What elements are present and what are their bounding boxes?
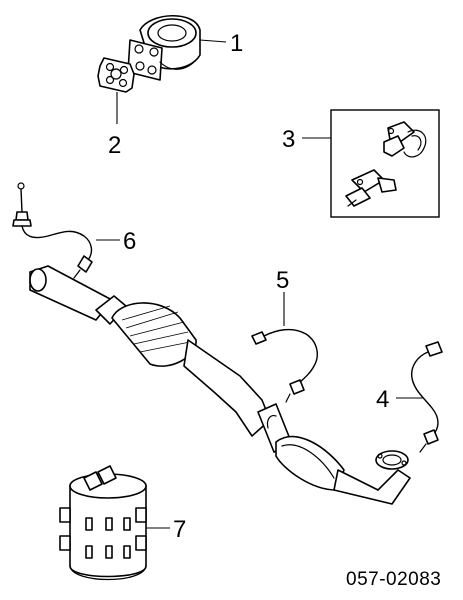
callout-4: 4 [376,386,389,413]
solenoid-kit-part[interactable] [345,121,427,207]
solenoid-kit-frame [330,109,440,218]
middle-oxygen-sensor-part[interactable] [251,328,318,403]
callout-2: 2 [108,132,121,159]
front-oxygen-sensor-part[interactable] [12,182,93,279]
canister-part[interactable] [59,465,147,580]
leader-line-1 [199,39,227,43]
callout-7: 7 [173,516,186,543]
callout-1: 1 [230,30,243,57]
exhaust-pipe-assembly[interactable] [29,265,411,505]
egr-valve-part[interactable] [127,14,201,81]
callout-6: 6 [123,228,136,255]
diagram-code: 057-02083 [346,569,441,590]
callout-5: 5 [276,267,289,294]
rear-oxygen-sensor-part[interactable] [411,341,443,453]
callout-3: 3 [282,126,295,153]
gasket-part[interactable] [97,57,135,93]
